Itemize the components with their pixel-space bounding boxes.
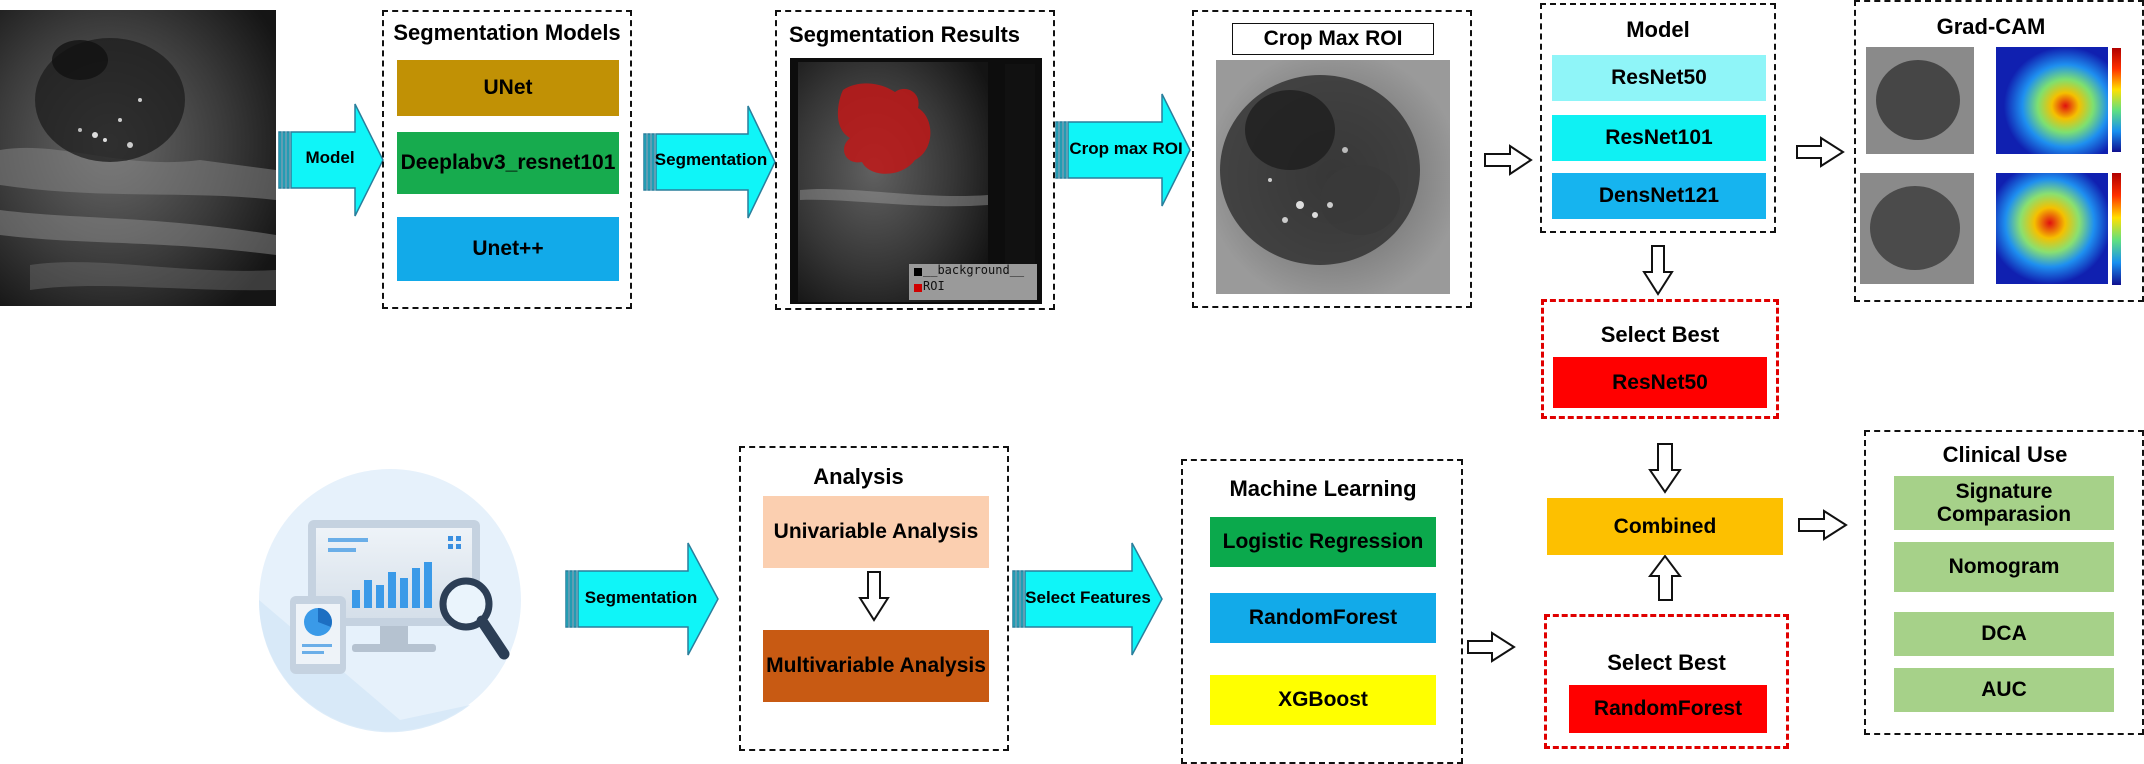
arrow-bestrf-to-combined — [1648, 554, 1682, 601]
model-panel: Model ResNet50 ResNet101 DensNet121 — [1540, 3, 1776, 233]
clinical-use-title: Clinical Use — [1942, 442, 2068, 467]
densenet121-box: DensNet121 — [1552, 173, 1766, 219]
arrow-ml-to-best — [1467, 631, 1516, 663]
segmentation-result-image — [790, 58, 1042, 304]
flow-arrows — [278, 93, 1191, 656]
arrow-select-features-label: Select Features — [1025, 588, 1151, 607]
arrow-best-to-combined — [1648, 443, 1682, 494]
roi-mask — [837, 83, 931, 174]
crop-roi-panel: Crop Max ROI — [1192, 10, 1472, 308]
select-best-top-panel: Select Best ResNet50 — [1541, 299, 1779, 419]
deeplab-box: Deeplabv3_resnet101 — [397, 132, 619, 194]
arrow-model-label: Model — [305, 148, 355, 167]
ultrasound-image — [0, 10, 276, 306]
univariable-box: Univariable Analysis — [763, 496, 989, 568]
analysis-panel: Analysis Univariable Analysis Multivaria… — [739, 446, 1009, 751]
segmentation-models-title: Segmentation Models — [393, 20, 621, 45]
resnet50-box: ResNet50 — [1552, 55, 1766, 101]
model-title: Model — [1626, 17, 1690, 42]
gradcam-panel: Grad-CAM — [1854, 0, 2144, 302]
combined-box: Combined — [1547, 498, 1783, 555]
gradcam-images — [1860, 47, 2121, 285]
select-best-bottom-title: Select Best — [1607, 650, 1726, 675]
clinical-use-panel: Clinical Use Signature Comparasion Nomog… — [1864, 430, 2144, 735]
select-best-top-title: Select Best — [1600, 322, 1720, 347]
nomogram-box: Nomogram — [1894, 542, 2114, 592]
arrow-univar-to-multivar — [858, 571, 890, 622]
legend-roi: ROI — [923, 279, 945, 293]
randomforest-box: RandomForest — [1210, 593, 1436, 643]
machine-learning-title: Machine Learning — [1229, 476, 1417, 501]
randomforest-best-box: RandomForest — [1569, 685, 1767, 733]
analysis-title: Analysis — [813, 464, 904, 489]
resnet50-best-box: ResNet50 — [1553, 357, 1767, 408]
arrow-crop — [1055, 93, 1191, 207]
gradcam-title: Grad-CAM — [1936, 14, 2046, 39]
segmentation-results-title: Segmentation Results — [789, 22, 1021, 47]
xgboost-box: XGBoost — [1210, 675, 1436, 725]
arrow-crop-to-model — [1484, 144, 1533, 176]
analytics-illustration — [258, 469, 521, 733]
signature-comparison-box: Signature Comparasion — [1894, 476, 2114, 530]
arrow-model-to-best — [1642, 245, 1674, 296]
arrow-segmentation-top-label: Segmentation — [654, 150, 768, 169]
dca-box: DCA — [1894, 612, 2114, 656]
arrow-combined-to-clinical — [1798, 509, 1848, 541]
machine-learning-panel: Machine Learning Logistic Regression Ran… — [1181, 459, 1463, 764]
arrow-model — [278, 103, 384, 217]
resnet101-box: ResNet101 — [1552, 115, 1766, 161]
arrow-model-to-gradcam — [1796, 136, 1845, 168]
auc-box: AUC — [1894, 668, 2114, 712]
connector-arrows — [858, 136, 1848, 663]
select-best-bottom-panel: Select Best RandomForest — [1544, 614, 1789, 749]
arrow-segmentation-top — [643, 105, 776, 219]
arrow-segmentation-bottom-label: Segmentation — [584, 588, 698, 607]
multivariable-box: Multivariable Analysis — [763, 630, 989, 702]
unetpp-box: Unet++ — [397, 217, 619, 281]
crop-roi-image — [1216, 60, 1450, 294]
segmentation-results-panel: Segmentation Results __background__ ROI — [775, 10, 1055, 310]
arrow-segmentation-bottom — [565, 542, 719, 656]
logistic-regression-box: Logistic Regression — [1210, 517, 1436, 567]
segmentation-models-panel: Segmentation Models UNet Deeplabv3_resne… — [382, 10, 632, 309]
arrow-crop-label: Crop max ROI — [1069, 139, 1183, 158]
crop-roi-title: Crop Max ROI — [1232, 23, 1434, 55]
legend-background: __background__ — [923, 263, 1025, 277]
arrow-select-features — [1012, 542, 1163, 656]
unet-box: UNet — [397, 60, 619, 116]
